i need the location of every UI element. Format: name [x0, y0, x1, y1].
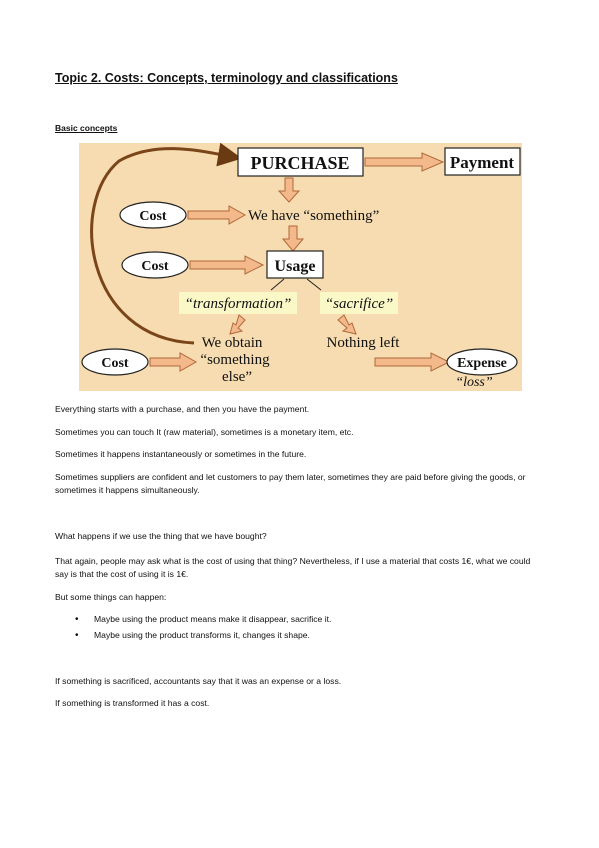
arrow-nothing-expense [374, 352, 451, 372]
nothing-left-label: Nothing left [327, 335, 401, 351]
arrow-purchase-wehave [277, 177, 301, 203]
svg-text:We obtain: We obtain [202, 335, 263, 351]
cost-ellipse-3: Cost [81, 348, 149, 376]
svg-text:“transformation”: “transformation” [185, 296, 292, 312]
transformation-label: “transformation” [179, 292, 297, 314]
page-title: Topic 2. Costs: Concepts, terminology an… [55, 71, 398, 85]
arrow-cost2-usage [189, 255, 265, 275]
section-heading: Basic concepts [55, 123, 118, 133]
paragraph: Sometimes you can touch It (raw material… [55, 427, 354, 437]
purchase-box: PURCHASE [237, 147, 364, 177]
arrow-sacrifice-nothing [337, 314, 357, 335]
arrow-cost1-wehave [187, 205, 247, 225]
list-item: • Maybe using the product transforms it,… [55, 629, 545, 645]
cost-flow-diagram: PURCHASE Payment Cost We have “something… [79, 143, 522, 391]
we-obtain-label: We obtain “something else” [200, 335, 270, 385]
svg-text:Cost: Cost [141, 259, 169, 274]
paragraph: Everything starts with a purchase, and t… [55, 404, 310, 414]
svg-text:Usage: Usage [275, 258, 316, 275]
we-have-something-label: We have “something” [248, 208, 379, 224]
svg-text:Expense: Expense [457, 356, 507, 371]
arrow-wehave-usage [281, 225, 305, 252]
paragraph: If something is transformed it has a cos… [55, 698, 210, 708]
branch-line-transformation [270, 278, 285, 291]
paragraph: What happens if we use the thing that we… [55, 531, 267, 541]
sacrifice-label: “sacrifice” [320, 292, 398, 314]
paragraph: Sometimes it happens instantaneously or … [55, 449, 307, 459]
loss-label: “loss” [455, 375, 493, 390]
paragraph: Sometimes suppliers are confident and le… [55, 472, 526, 495]
list-item-text: Maybe using the product means make it di… [94, 614, 332, 624]
paragraph: If something is sacrificed, accountants … [55, 676, 342, 686]
list-item-text: Maybe using the product transforms it, c… [94, 630, 310, 640]
payment-box: Payment [444, 147, 521, 176]
svg-text:PURCHASE: PURCHASE [250, 153, 349, 173]
arrow-purchase-payment [364, 152, 445, 172]
paragraph: But some things can happen: [55, 592, 167, 602]
svg-text:Cost: Cost [139, 209, 167, 224]
cost-ellipse-1: Cost [119, 201, 187, 229]
arrow-transformation-obtain [229, 314, 246, 335]
expense-ellipse: Expense [446, 348, 518, 376]
cost-ellipse-2: Cost [121, 251, 189, 279]
paragraph: That again, people may ask what is the c… [55, 556, 531, 579]
list-item: • Maybe using the product means make it … [55, 613, 545, 629]
bullet-list: • Maybe using the product means make it … [55, 613, 545, 645]
bullet-icon: • [75, 614, 79, 625]
svg-text:else”: else” [222, 369, 252, 385]
branch-line-sacrifice [306, 278, 322, 291]
arrow-cost3-obtain [149, 352, 198, 372]
svg-text:Payment: Payment [450, 153, 515, 172]
svg-text:“sacrifice”: “sacrifice” [325, 296, 393, 312]
bullet-icon: • [75, 630, 79, 641]
usage-box: Usage [266, 250, 324, 279]
svg-text:“something: “something [200, 352, 270, 368]
feedback-curve [90, 143, 242, 345]
svg-text:Cost: Cost [101, 356, 129, 371]
